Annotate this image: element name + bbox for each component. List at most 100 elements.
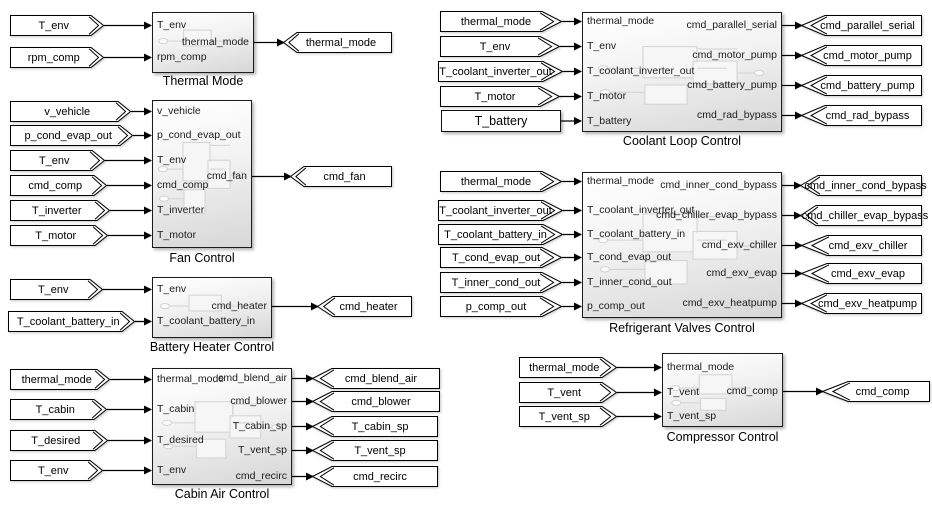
input-port-thermal_mode[interactable]: thermal_mode xyxy=(10,369,111,390)
signal-line[interactable] xyxy=(103,285,152,294)
signal-line[interactable] xyxy=(563,67,582,76)
input-port-thermal_mode[interactable]: thermal_mode xyxy=(440,11,563,32)
signal-line[interactable] xyxy=(292,397,314,406)
output-port-T_vent_sp[interactable]: T_vent_sp xyxy=(312,440,438,461)
signal-line[interactable] xyxy=(103,466,152,475)
signal-line[interactable] xyxy=(560,92,582,101)
signal-line[interactable] xyxy=(782,241,803,250)
output-port-cmd_motor_pump[interactable]: cmd_motor_pump xyxy=(801,45,922,66)
input-port-T_vent[interactable]: T_vent xyxy=(519,382,618,403)
input-port-T_desired[interactable]: T_desired xyxy=(10,430,109,451)
output-port-cmd_rad_bypass[interactable]: cmd_rad_bypass xyxy=(801,105,922,126)
signal-line[interactable] xyxy=(104,21,152,30)
output-port-cmd_fan[interactable]: cmd_fan xyxy=(290,166,392,187)
signal-line[interactable] xyxy=(292,422,314,431)
input-port-v_vehicle[interactable]: v_vehicle xyxy=(10,101,132,122)
signal-line[interactable] xyxy=(104,53,152,62)
input-port-T_inner_cond_out[interactable]: T_inner_cond_out xyxy=(440,272,563,293)
signal-line[interactable] xyxy=(272,302,319,311)
output-port-cmd_battery_pump[interactable]: cmd_battery_pump xyxy=(801,75,922,96)
signal-line[interactable] xyxy=(135,317,152,326)
signal-line[interactable] xyxy=(562,17,582,26)
input-port-T_env[interactable]: T_env xyxy=(10,15,105,36)
input-port-T_env[interactable]: T_env xyxy=(10,279,104,300)
signal-line[interactable] xyxy=(110,375,152,384)
signal-line[interactable] xyxy=(252,172,292,181)
input-port-T_env[interactable]: T_env xyxy=(440,36,561,57)
signal-line[interactable] xyxy=(133,131,152,140)
signal-line[interactable] xyxy=(110,206,152,215)
output-port-cmd_exv_heatpump[interactable]: cmd_exv_heatpump xyxy=(801,293,922,314)
output-port-cmd_exv_chiller[interactable]: cmd_exv_chiller xyxy=(801,235,922,256)
output-port-cmd_exv_evap[interactable]: cmd_exv_evap xyxy=(801,263,922,284)
signal-line[interactable] xyxy=(107,181,152,190)
signal-line[interactable] xyxy=(254,38,285,47)
input-port-T_coolant_inverter_out[interactable]: T_coolant_inverter_out xyxy=(438,200,564,221)
signal-line[interactable] xyxy=(292,374,314,383)
signal-line[interactable] xyxy=(782,299,803,308)
input-port-cmd_comp[interactable]: cmd_comp xyxy=(10,175,108,196)
output-port-cmd_chiller_evap_bypass[interactable]: cmd_chiller_evap_bypass xyxy=(800,205,928,226)
signal-line[interactable] xyxy=(292,472,314,481)
input-port-p_comp_out[interactable]: p_comp_out xyxy=(440,296,563,317)
input-port-T_cabin[interactable]: T_cabin xyxy=(10,399,108,420)
signal-line[interactable] xyxy=(783,387,824,396)
signal-line[interactable] xyxy=(105,156,152,165)
output-port-thermal_mode[interactable]: thermal_mode xyxy=(283,32,392,53)
input-port-T_env[interactable]: T_env xyxy=(10,460,104,481)
input-port-T_cond_evap_out[interactable]: T_cond_evap_out xyxy=(440,247,563,268)
output-port-cmd_comp[interactable]: cmd_comp xyxy=(822,381,930,402)
output-port-T_cabin_sp[interactable]: T_cabin_sp xyxy=(312,416,438,437)
signal-line[interactable] xyxy=(782,211,802,220)
input-port-T_coolant_battery_in[interactable]: T_coolant_battery_in xyxy=(438,224,564,245)
input-port-T_coolant_inverter_out[interactable]: T_coolant_inverter_out xyxy=(438,61,564,82)
input-port-T_battery[interactable]: T_battery xyxy=(441,110,561,132)
signal-line[interactable] xyxy=(562,278,582,287)
signal-line[interactable] xyxy=(560,42,582,51)
input-port-T_motor[interactable]: T_motor xyxy=(10,225,109,246)
signal-line[interactable] xyxy=(782,269,803,278)
input-port-T_inverter[interactable]: T_inverter xyxy=(10,200,111,221)
output-port-cmd_inner_cond_bypass[interactable]: cmd_inner_cond_bypass xyxy=(800,175,927,196)
input-port-T_env[interactable]: T_env xyxy=(10,150,106,171)
signal-line[interactable] xyxy=(617,412,662,421)
signal-line[interactable] xyxy=(562,177,582,186)
input-port-rpm_comp[interactable]: rpm_comp xyxy=(10,47,105,68)
signal-line[interactable] xyxy=(563,230,582,239)
input-port-p_cond_evap_out[interactable]: p_cond_evap_out xyxy=(10,125,134,146)
signal-line[interactable] xyxy=(782,181,802,190)
signal-line[interactable] xyxy=(108,436,152,445)
output-port-cmd_blend_air[interactable]: cmd_blend_air xyxy=(312,368,440,389)
signal-line[interactable] xyxy=(782,111,803,120)
input-port-T_vent_sp[interactable]: T_vent_sp xyxy=(519,406,618,427)
signal-line[interactable] xyxy=(562,302,582,311)
signal-line[interactable] xyxy=(107,405,152,414)
input-port-T_motor[interactable]: T_motor xyxy=(440,86,561,107)
signal-line[interactable] xyxy=(108,231,152,240)
output-port-cmd_blower[interactable]: cmd_blower xyxy=(312,391,440,412)
signal-line[interactable] xyxy=(561,117,582,125)
input-port-thermal_mode[interactable]: thermal_mode xyxy=(440,171,563,192)
signal-line[interactable] xyxy=(617,363,662,372)
signal-line[interactable] xyxy=(782,51,803,60)
input-port-T_coolant_battery_in[interactable]: T_coolant_battery_in xyxy=(8,311,136,332)
output-port-cmd_recirc[interactable]: cmd_recirc xyxy=(312,466,438,487)
signal-line[interactable] xyxy=(617,388,662,397)
signal-line[interactable] xyxy=(782,21,803,30)
signal-line[interactable] xyxy=(131,107,152,116)
signal-line[interactable] xyxy=(292,446,314,455)
output-port-cmd_heater[interactable]: cmd_heater xyxy=(317,296,412,317)
output-port-cmd_parallel_serial[interactable]: cmd_parallel_serial xyxy=(801,15,922,36)
signal-line[interactable] xyxy=(782,81,803,90)
signal-line[interactable] xyxy=(563,206,582,215)
signal-line[interactable] xyxy=(562,253,582,262)
input-port-thermal_mode[interactable]: thermal_mode xyxy=(519,357,618,378)
